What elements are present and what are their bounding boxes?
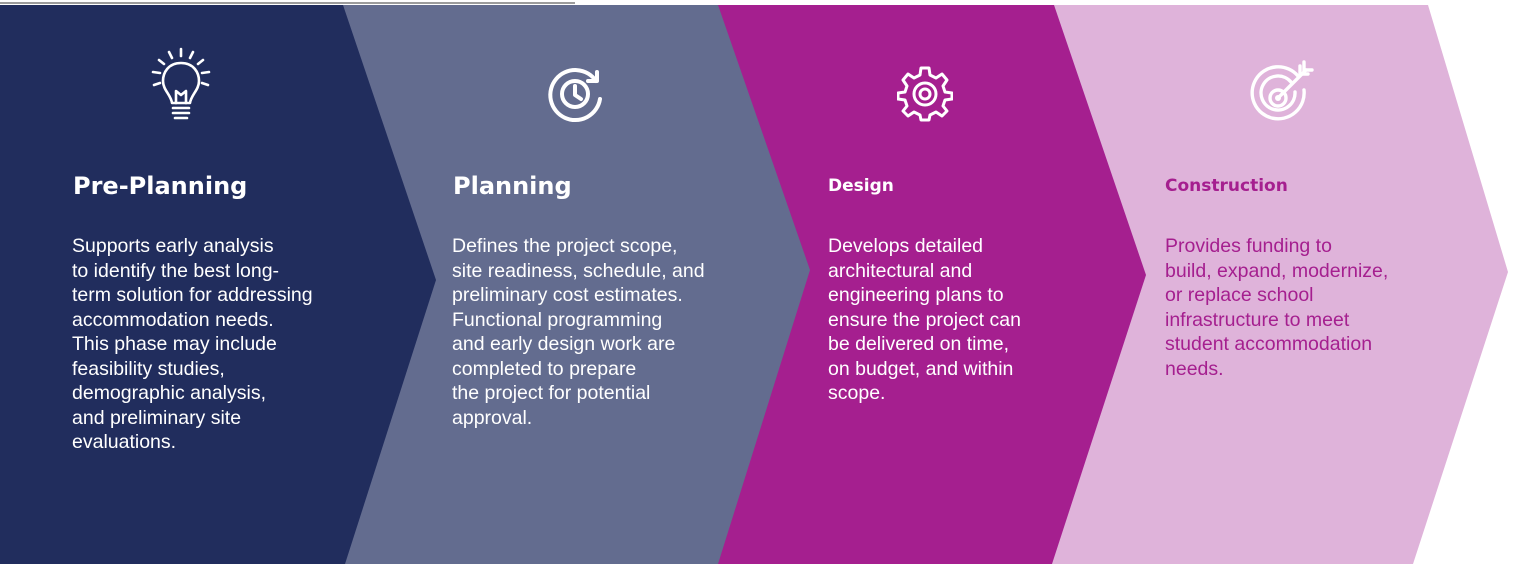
- stage-description-planning: Defines the project scope, site readines…: [452, 235, 705, 429]
- stage-title-design: Design: [828, 176, 894, 196]
- stage-title-construction: Construction: [1165, 176, 1288, 196]
- lightbulb-icon: [151, 47, 211, 120]
- gear-icon: [897, 66, 953, 122]
- chevron-construction: [1030, 5, 1508, 564]
- stage-description-pre-planning: Supports early analysis to identify the …: [72, 235, 313, 453]
- stage-title-pre-planning: Pre-Planning: [73, 172, 248, 200]
- chevron-design: [700, 5, 1146, 564]
- clock-cycle-icon: [548, 68, 602, 123]
- chevron-planning: [320, 5, 810, 564]
- stage-title-planning: Planning: [453, 172, 572, 200]
- stage-description-design: Develops detailed architectural and engi…: [828, 235, 1021, 404]
- stage-description-construction: Provides funding to build, expand, moder…: [1165, 235, 1389, 380]
- chevron-pre-planning: [0, 5, 436, 564]
- target-icon: [1250, 60, 1314, 121]
